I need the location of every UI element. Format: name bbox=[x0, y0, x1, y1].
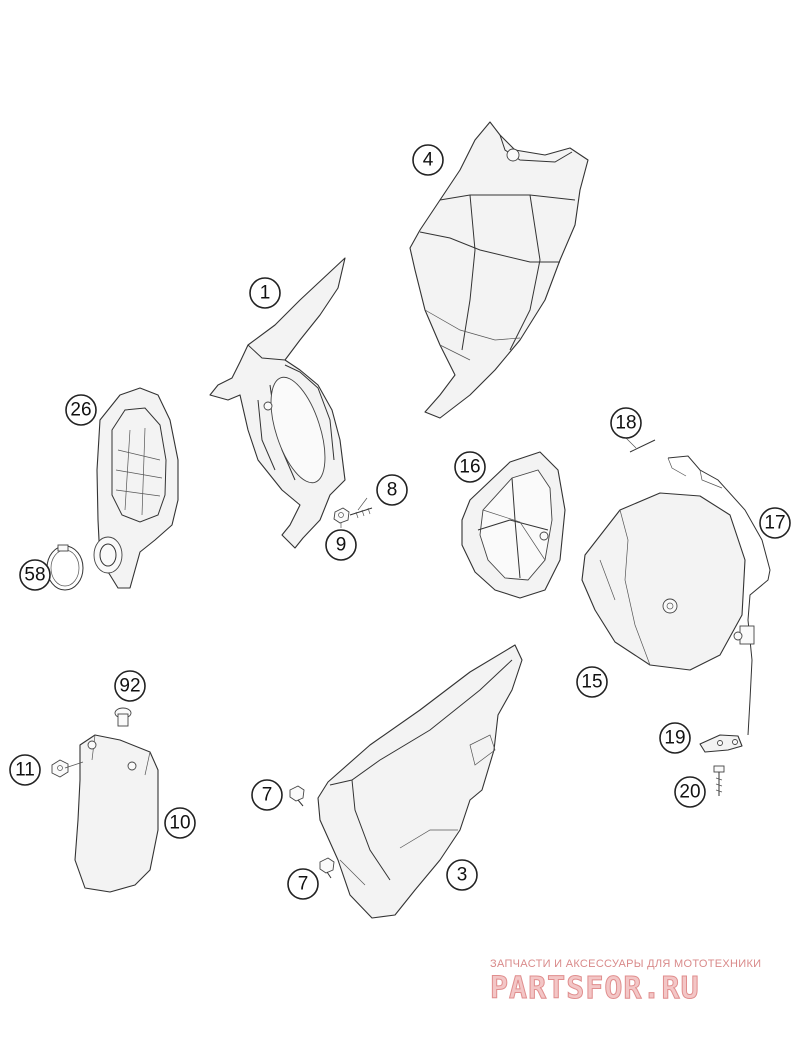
callout-15-label: 15 bbox=[581, 672, 602, 693]
part-16-filter-cage bbox=[461, 451, 566, 599]
part-4-airbox-upper bbox=[409, 121, 589, 419]
callout-11: 11 bbox=[9, 754, 41, 786]
callout-17-label: 17 bbox=[764, 513, 785, 534]
callout-17: 17 bbox=[759, 507, 791, 539]
callout-92: 92 bbox=[114, 670, 146, 702]
callout-7-upper-label: 7 bbox=[262, 785, 273, 806]
part-17-filter-holder bbox=[667, 455, 771, 736]
callout-19-label: 19 bbox=[664, 728, 685, 749]
callout-7-lower: 7 bbox=[287, 868, 319, 900]
callout-4: 4 bbox=[412, 144, 444, 176]
callout-1: 1 bbox=[249, 277, 281, 309]
part-19-bracket bbox=[699, 734, 743, 753]
callout-10: 10 bbox=[164, 807, 196, 839]
part-58-hose-clamp bbox=[46, 544, 84, 591]
callout-9: 9 bbox=[325, 529, 357, 561]
callout-7-upper: 7 bbox=[251, 779, 283, 811]
part-3-side-panel bbox=[317, 644, 523, 919]
callout-3: 3 bbox=[446, 859, 478, 891]
part-7-screw-lower bbox=[319, 857, 335, 879]
part-8-screw bbox=[349, 507, 373, 519]
part-10-mud-flap bbox=[74, 734, 159, 893]
callout-1-label: 1 bbox=[260, 283, 271, 304]
watermark: ЗАПЧАСТИ И АКСЕССУАРЫ ДЛЯ МОТОТЕХНИКИ PA… bbox=[490, 958, 762, 1007]
part-20-bolt bbox=[713, 765, 725, 796]
callout-9-label: 9 bbox=[336, 535, 347, 556]
callout-58: 58 bbox=[19, 559, 51, 591]
callout-15: 15 bbox=[576, 666, 608, 698]
callout-8-label: 8 bbox=[387, 480, 398, 501]
callout-92-label: 92 bbox=[119, 676, 140, 697]
watermark-brand: PARTSFOR.RU bbox=[490, 971, 700, 1006]
part-26-air-intake-boot bbox=[93, 387, 179, 589]
callout-20: 20 bbox=[674, 776, 706, 808]
leader-lines bbox=[64, 437, 637, 769]
callout-4-label: 4 bbox=[423, 150, 434, 171]
callout-16: 16 bbox=[454, 451, 486, 483]
callout-18: 18 bbox=[610, 407, 642, 439]
callout-19: 19 bbox=[659, 722, 691, 754]
callout-26-label: 26 bbox=[70, 400, 91, 421]
callout-16-label: 16 bbox=[459, 457, 480, 478]
callout-58-label: 58 bbox=[24, 565, 45, 586]
callout-3-label: 3 bbox=[457, 865, 468, 886]
part-92-bolt bbox=[114, 707, 132, 727]
watermark-subtitle: ЗАПЧАСТИ И АКСЕССУАРЫ ДЛЯ МОТОТЕХНИКИ bbox=[490, 958, 761, 970]
callout-8: 8 bbox=[376, 474, 408, 506]
callout-7-lower-label: 7 bbox=[298, 874, 309, 895]
part-18-pin bbox=[629, 439, 656, 453]
callout-10-label: 10 bbox=[169, 813, 190, 834]
part-1-left-frame-cover bbox=[209, 257, 346, 549]
callout-20-label: 20 bbox=[679, 782, 700, 803]
part-11-nut bbox=[51, 759, 69, 778]
callout-11-label: 11 bbox=[15, 760, 35, 781]
callout-26: 26 bbox=[65, 394, 97, 426]
part-15-air-filter bbox=[581, 492, 746, 671]
callout-18-label: 18 bbox=[615, 413, 636, 434]
part-7-screw-upper bbox=[289, 785, 305, 807]
part-9-nut bbox=[333, 507, 350, 524]
